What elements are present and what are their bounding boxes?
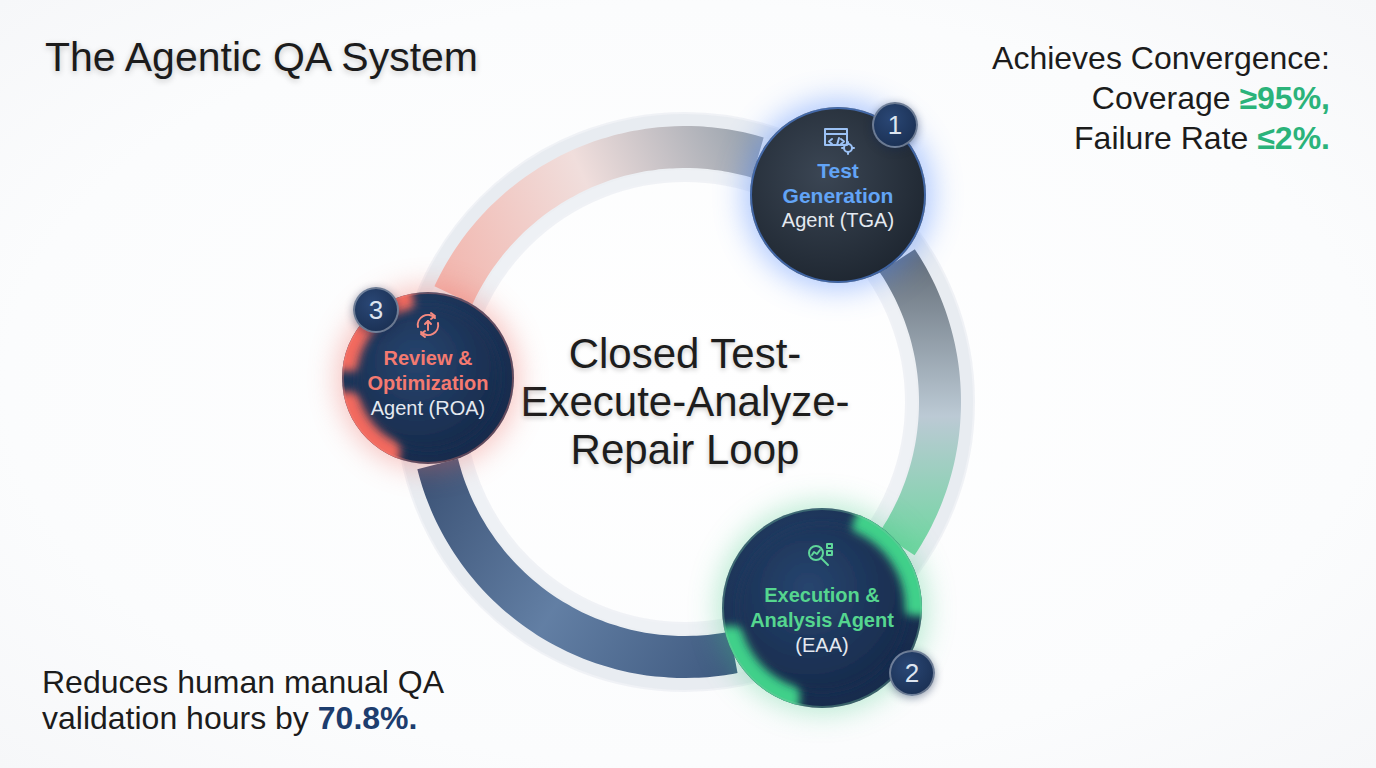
icon-stroke [837, 138, 839, 145]
icon-stroke [421, 331, 425, 337]
agent-rim [343, 293, 513, 463]
node-subtext: Agent (TGA) [753, 208, 923, 233]
node-heading: Closed Test-Execute-Analyze-Repair Loop [520, 330, 850, 474]
agent-disc [750, 107, 926, 283]
agent-icon [825, 129, 854, 154]
loop-arc [897, 261, 940, 544]
callout-number: 2 [889, 650, 935, 696]
node-heading: Execution & Analysis Agent [735, 583, 910, 633]
node-heading: Review & Optimization [353, 346, 503, 396]
agent-disc [342, 292, 514, 464]
agent-rim [751, 108, 925, 282]
loop-arc [453, 147, 757, 295]
callout-number: 1 [872, 102, 918, 148]
metric-text: Failure Rate [1074, 120, 1248, 156]
icon-stroke [842, 142, 854, 154]
agent-icon [809, 544, 832, 565]
note-value: 70.8%. [318, 700, 418, 736]
icon-stroke [431, 313, 435, 319]
agent-disc [722, 508, 922, 708]
node-subtext: Agent (ROA) [343, 396, 513, 421]
callout-number: 3 [353, 287, 399, 333]
node-subtext: (EAA) [737, 633, 907, 658]
icon-stroke [825, 133, 847, 135]
metric-block: Achieves Convergence:Coverage≥95%,Failur… [992, 38, 1330, 158]
icon-stroke [812, 550, 820, 555]
icon-stroke [425, 321, 431, 324]
agent-inner-disc [739, 525, 905, 691]
icon-stroke [844, 144, 852, 152]
icon-stroke [825, 129, 847, 145]
metric-line: Coverage≥95%, [992, 78, 1330, 118]
note-block: Reduces human manual QA validation hours… [42, 664, 482, 736]
metric-value: ≥95%, [1240, 80, 1331, 116]
icon-stroke [821, 558, 828, 565]
icon-stroke [827, 544, 832, 548]
loop-arc [438, 464, 734, 657]
metric-line: Achieves Convergence: [992, 38, 1330, 78]
agent-rim [723, 509, 921, 707]
icon-stroke [827, 551, 832, 555]
icon-stroke [829, 139, 832, 144]
diagram-title: The Agentic QA System [45, 34, 478, 81]
metric-value: ≤2%. [1257, 120, 1330, 156]
metric-line: Failure Rate≤2%. [992, 118, 1330, 158]
metric-text: Achieves Convergence: [992, 40, 1330, 76]
metric-text: Coverage [1092, 80, 1231, 116]
icon-stroke [841, 139, 844, 144]
agent-icon [418, 313, 438, 337]
node-heading: Test Generation [773, 158, 903, 208]
